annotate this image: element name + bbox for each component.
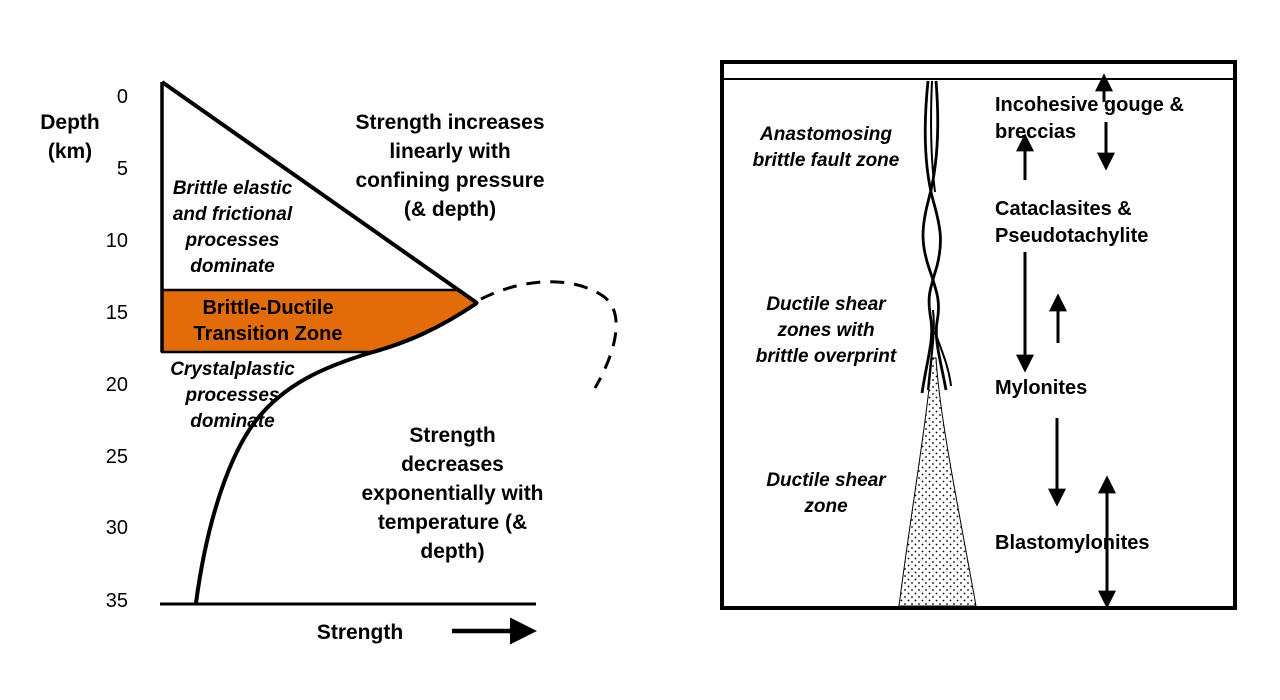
depth-tick-10: 10 (105, 230, 128, 252)
blastomylonites-label: Blastomylonites (995, 532, 1150, 554)
depth-tick-20: 20 (105, 374, 128, 396)
depth-tick-35: 35 (105, 590, 128, 612)
crystalplastic-regime-label: Crystalplastic processes dominate (150, 357, 315, 435)
ductile-overprint-line: brittle overprint (755, 346, 897, 367)
transition-zone-label: Brittle-Ductile Transition Zone (164, 295, 372, 347)
brittle-regime-line: processes (185, 230, 280, 251)
dashed-envelope-curve (480, 280, 618, 389)
depth-axis-label-line: (km) (47, 140, 93, 163)
fault-zone-panel (720, 60, 1237, 610)
upper-annotation-line: (& depth) (403, 198, 497, 221)
lower-annotation-line: depth) (420, 540, 485, 563)
upper-annotation: Strength increases linearly with confini… (330, 108, 570, 224)
fault-strand (934, 331, 952, 387)
lower-annotation-line: exponentially with (361, 482, 544, 505)
brittle-regime-line: Brittle elastic (172, 178, 293, 199)
anastomosing-zone-line: brittle fault zone (752, 150, 900, 171)
frictional-strength-line (160, 80, 479, 305)
upper-annotation-line: confining pressure (355, 169, 545, 192)
fault-strand (930, 80, 936, 193)
lower-annotation-line: Strength (409, 424, 496, 447)
ductile-zone-line: Ductile shear (766, 470, 886, 491)
depth-tick-15: 15 (105, 302, 128, 324)
brittle-regime-line: and frictional (172, 204, 293, 225)
depth-axis-label-line: Depth (40, 111, 100, 134)
depth-tick-5: 5 (116, 158, 128, 180)
crystalplastic-line: Crystalplastic (170, 359, 295, 380)
cataclasites-label-line: Cataclasites & (995, 198, 1132, 220)
transition-zone-line: Transition Zone (193, 323, 343, 345)
brittle-regime-line: dominate (190, 256, 275, 277)
cataclasites-label-line: Pseudotachylite (995, 225, 1149, 247)
depth-axis-label: Depth (km) (30, 108, 110, 166)
strength-axis-label: Strength (316, 621, 404, 644)
fault-strand (927, 309, 935, 391)
mylonites-label: Mylonites (995, 377, 1088, 399)
gouge-label-line: Incohesive gouge & (995, 94, 1184, 116)
ductile-overprint-line: zones with (777, 320, 875, 341)
anastomosing-zone-label: Anastomosing brittle fault zone (740, 122, 912, 174)
lower-annotation-line: decreases (401, 453, 504, 476)
ductile-overprint-zone-label: Ductile shear zones with brittle overpri… (740, 292, 912, 370)
ductile-zone-label: Ductile shear zone (740, 468, 912, 520)
gouge-label-line: breccias (995, 121, 1077, 143)
fault-strand (920, 80, 942, 394)
upper-annotation-line: linearly with (389, 140, 511, 163)
lower-annotation: Strength decreases exponentially with te… (335, 421, 570, 566)
depth-tick-25: 25 (105, 446, 128, 468)
fault-panel-border (720, 60, 1237, 610)
upper-annotation-line: Strength increases (355, 111, 545, 134)
anastomosing-zone-line: Anastomosing (760, 124, 892, 145)
crystalplastic-line: dominate (190, 411, 275, 432)
crystalplastic-line: processes (185, 385, 280, 406)
ductile-shear-cone (898, 357, 977, 607)
ductile-overprint-line: Ductile shear (766, 294, 886, 315)
lower-annotation-line: temperature (& (377, 511, 528, 534)
ductile-zone-line: zone (804, 496, 848, 517)
depth-tick-0: 0 (116, 86, 128, 108)
cataclasites-label: Cataclasites & Pseudotachylite (995, 196, 1220, 250)
gouge-label: Incohesive gouge & breccias (995, 92, 1220, 146)
brittle-regime-label: Brittle elastic and frictional processes… (150, 176, 315, 280)
plastic-strength-curve (194, 301, 479, 604)
transition-zone-line: Brittle-Ductile (202, 297, 334, 319)
depth-tick-30: 30 (105, 517, 128, 539)
strength-depth-plot (160, 80, 618, 645)
